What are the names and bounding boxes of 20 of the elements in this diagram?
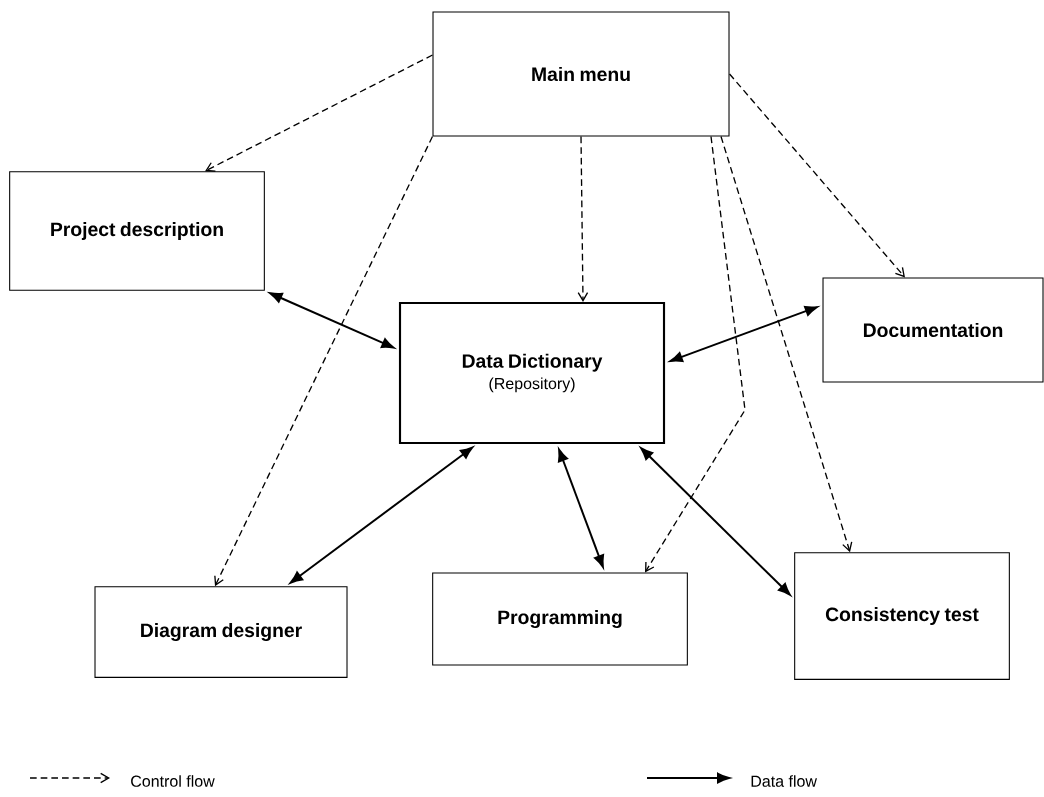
legend-label: Data flow (751, 775, 817, 787)
process-box: Data Dictionary (Repository) (398, 301, 666, 445)
arrow (214, 135, 434, 587)
arrow (557, 448, 605, 568)
legend-label: Control flow (131, 775, 215, 787)
process-box: Project description (9, 171, 265, 291)
arrow (269, 292, 395, 349)
arrow (669, 305, 818, 363)
arrow (728, 73, 905, 278)
arrow (577, 135, 589, 302)
arrow (645, 135, 746, 573)
process-box: Main menu (432, 11, 730, 137)
process-box: Consistency test (794, 552, 1010, 680)
arrow (289, 446, 474, 584)
process-box: Diagram designer (94, 586, 348, 678)
process-box: Programming (432, 572, 688, 666)
arrow (640, 447, 791, 596)
arrow (720, 135, 853, 553)
process-box: Documentation (822, 277, 1044, 383)
arrow (205, 54, 434, 172)
